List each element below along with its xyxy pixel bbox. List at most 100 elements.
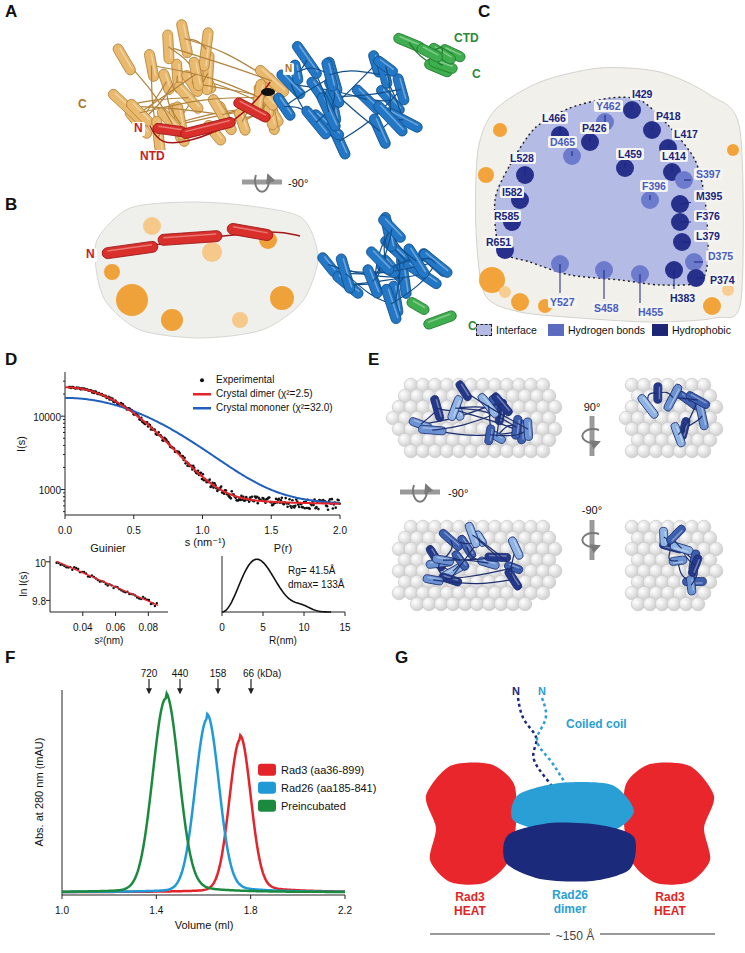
label-holder: Y462 [594, 96, 623, 114]
data-point [280, 499, 283, 502]
legend-sample [192, 389, 212, 399]
leader-line [650, 195, 651, 200]
tick [156, 895, 157, 899]
label-holder: N [132, 118, 145, 136]
label-holder: N [512, 681, 520, 699]
label-holder: M395 [694, 186, 724, 204]
label-holder: ln I(s) [13, 572, 31, 597]
label-holder: L417 [672, 124, 700, 142]
bead [470, 597, 484, 611]
terminus-label: C [470, 68, 483, 82]
label-holder: 1.5 [264, 520, 278, 538]
residue-label: H383 [668, 292, 697, 304]
rotation-label: -90° [448, 487, 468, 500]
residue-patch [623, 101, 641, 119]
rotation-arrow [413, 485, 427, 502]
label-holder: A [5, 2, 17, 22]
tick-label: 1.8 [244, 905, 258, 917]
tick [61, 489, 65, 490]
label-holder: s²(nm) [95, 630, 124, 648]
data-point [112, 587, 114, 589]
label-holder: G [395, 648, 408, 668]
legend-label: Crystal dimer (χ²=2.5) [216, 388, 313, 400]
data-point [268, 496, 271, 499]
label-holder: S397 [694, 164, 723, 182]
label-holder: -90° [448, 483, 468, 501]
helix [232, 96, 272, 124]
marker-arrow [148, 679, 149, 693]
axis-title: Abs. at 280 nm (mAU) [33, 738, 46, 847]
label-holder: ~150 Å [556, 926, 594, 944]
legend-swatch [652, 324, 668, 336]
marker-arrow [250, 679, 251, 693]
leader-line [560, 127, 561, 135]
leader-line [674, 270, 675, 289]
label-holder: C [478, 2, 490, 22]
legend-swatch [548, 324, 564, 336]
label-holder: 0.0 [58, 520, 72, 538]
bead [536, 444, 550, 458]
terminus-label: N [132, 122, 145, 136]
bead [416, 444, 430, 458]
tick [271, 515, 272, 519]
residue-label: L379 [694, 230, 722, 242]
label-holder: 9.8 [32, 591, 46, 609]
data-point [308, 507, 311, 510]
residue-label: H455 [636, 306, 665, 318]
legend-sample [192, 375, 212, 385]
label-holder: Y527 [548, 292, 577, 310]
label-holder: I(s) [11, 436, 29, 452]
residue-label: S458 [592, 302, 621, 314]
residue-label: D375 [706, 250, 735, 262]
helix-shine [380, 60, 394, 70]
bead [697, 444, 711, 458]
residue-patch [563, 147, 581, 165]
bead [536, 586, 550, 600]
legend-line [193, 407, 211, 410]
tick-label: 158 [210, 668, 227, 680]
tick [63, 438, 65, 439]
helix-shine [385, 219, 402, 236]
leader-line [672, 165, 673, 172]
helix [685, 390, 712, 410]
leader-line [640, 274, 641, 303]
leader-line [572, 151, 573, 156]
label-holder: P(r) [274, 538, 292, 556]
axis-title: ln I(s) [18, 572, 30, 597]
rotation-arrow [255, 175, 269, 192]
bead [458, 597, 472, 611]
helix-shine [489, 555, 507, 557]
helix-shine [461, 384, 468, 396]
tick-label: 0.06 [106, 622, 125, 634]
rotation-arrow [582, 429, 599, 443]
residue-label: L466 [540, 112, 568, 124]
label-holder: P418 [654, 106, 683, 124]
tick [46, 600, 50, 601]
residue-patch [643, 121, 661, 139]
leader-lines [525, 103, 705, 303]
data-point [208, 478, 211, 481]
label-holder: 440 [172, 663, 189, 681]
surface-patch [703, 297, 721, 315]
surface-patch [478, 167, 494, 183]
bead [434, 597, 448, 611]
value-note: dmax= 133Å [288, 579, 344, 591]
residue-label: P426 [580, 122, 609, 134]
residue-label: L414 [660, 150, 688, 162]
helix-shine [691, 394, 707, 403]
structure-cartoon [106, 19, 466, 161]
data-point [317, 508, 320, 511]
tick-label: 0.0 [58, 525, 72, 537]
legend-label: Rad3 (aa36-899) [281, 764, 364, 777]
data-point [291, 499, 294, 502]
leader-line [604, 270, 605, 299]
surface-model [476, 68, 744, 322]
bead [404, 444, 418, 458]
bead [524, 444, 538, 458]
terminus-label: N [84, 248, 97, 262]
bead [625, 444, 639, 458]
residue-patch [685, 253, 703, 271]
helix-shine [166, 73, 171, 88]
helix-shine [170, 35, 171, 59]
axis [50, 556, 168, 612]
